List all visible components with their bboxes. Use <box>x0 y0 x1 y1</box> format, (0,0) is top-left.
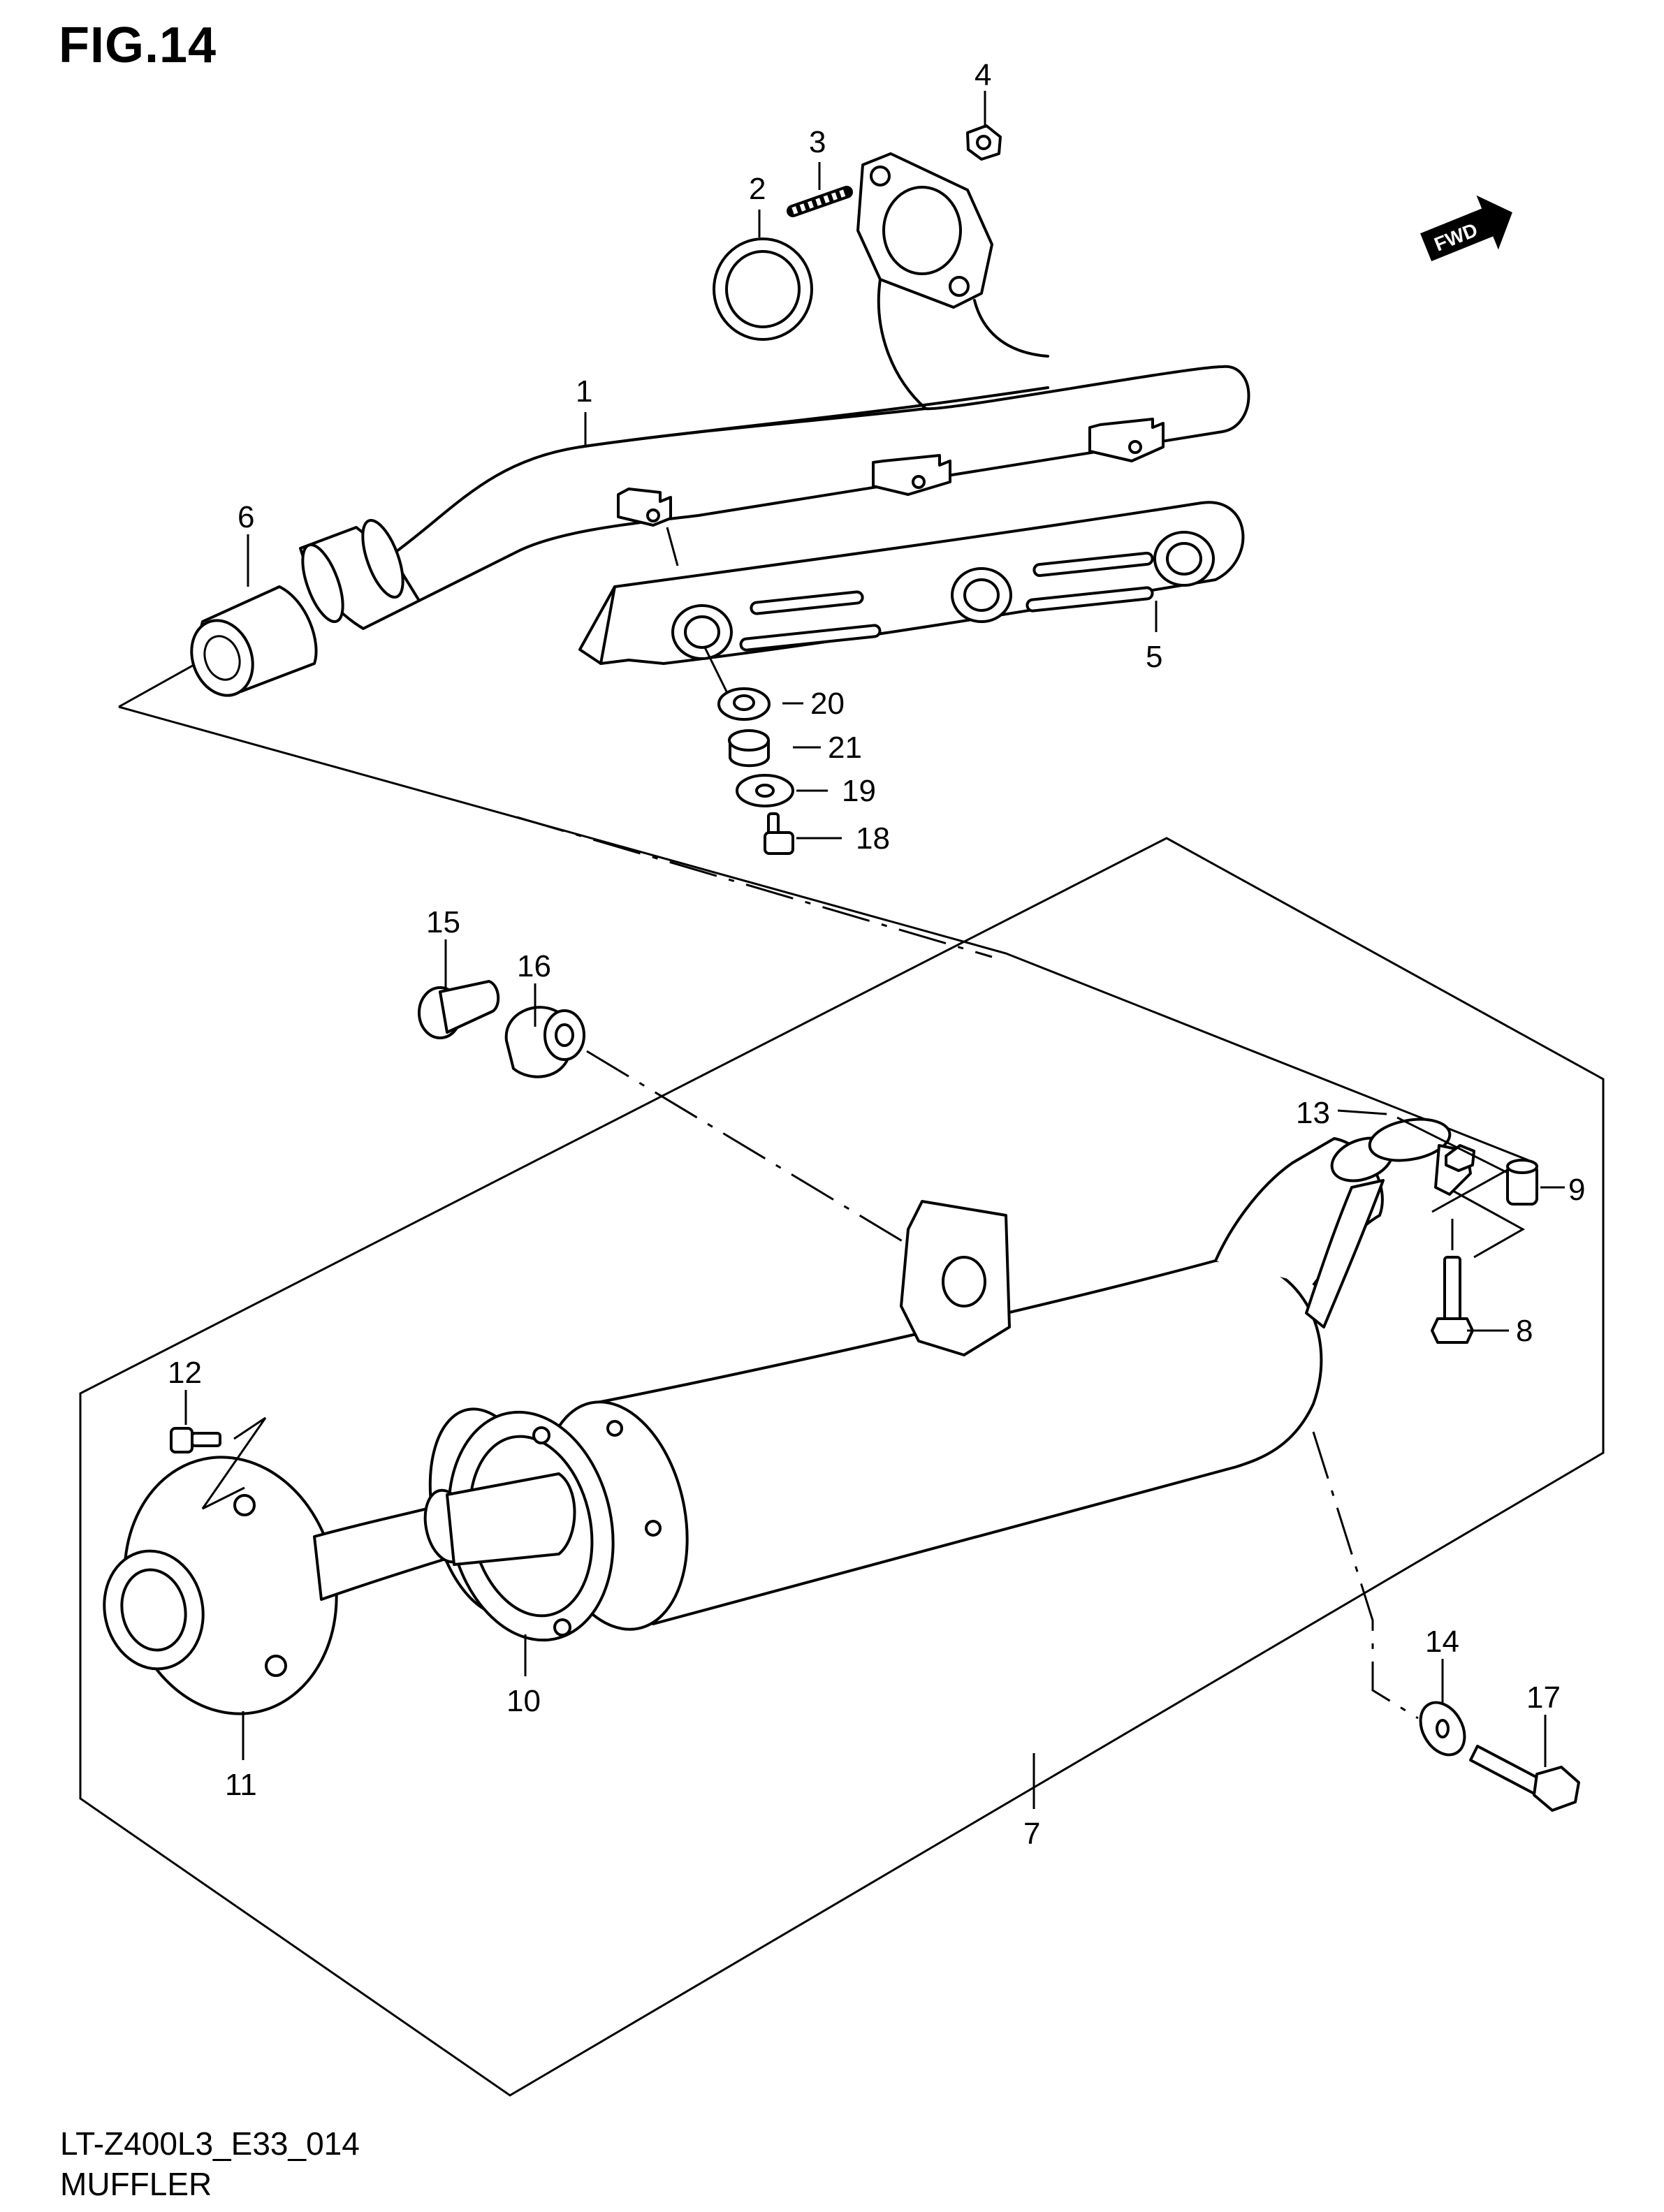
figure-title: FIG.14 <box>59 17 217 73</box>
callout-5: 5 <box>1146 640 1162 674</box>
callout-11: 11 <box>225 1768 257 1802</box>
bolt-part-17 <box>1469 1745 1580 1812</box>
collar-part-20 <box>717 687 771 721</box>
callout-13: 13 <box>1296 1096 1330 1130</box>
callout-4: 4 <box>975 58 991 92</box>
stud-bolt-part-3 <box>787 186 853 217</box>
bolt-part-18 <box>764 812 794 855</box>
callout-15: 15 <box>426 905 460 939</box>
mount-centerline <box>586 1050 930 1259</box>
callout-12: 12 <box>168 1356 202 1390</box>
collar-part-15 <box>418 980 500 1039</box>
pipe-collar-part-6 <box>190 585 318 697</box>
grommet-part-21 <box>728 729 770 768</box>
screw-part-12 <box>170 1427 221 1453</box>
callout-16: 16 <box>517 949 551 983</box>
callout-8: 8 <box>1516 1314 1533 1348</box>
gasket-part-2 <box>713 237 813 341</box>
spacer-part-9 <box>1506 1159 1538 1206</box>
diagram-code: LT-Z400L3_E33_014 <box>60 2125 360 2162</box>
bolt-part-8 <box>1431 1256 1474 1344</box>
upper-group-frame <box>118 705 1529 1213</box>
nut-part-4 <box>966 124 1002 161</box>
callout-17: 17 <box>1526 1680 1561 1715</box>
fwd-arrow-icon: FWD <box>1420 195 1512 262</box>
callout-21: 21 <box>828 731 862 765</box>
callout-18: 18 <box>856 821 890 856</box>
callout-10: 10 <box>506 1684 541 1718</box>
end-cap-part-11 <box>103 1456 576 1715</box>
callout-7: 7 <box>1023 1817 1040 1851</box>
grommet-part-16 <box>504 1006 585 1078</box>
heat-shield-part-5 <box>578 501 1245 665</box>
lower-group-frame <box>79 837 1605 2097</box>
callout-19: 19 <box>842 774 876 808</box>
callout-6: 6 <box>238 500 254 534</box>
callout-1: 1 <box>576 374 592 409</box>
callout-2: 2 <box>749 172 766 206</box>
washer-part-14 <box>1419 1701 1466 1757</box>
diagram-name: MUFFLER <box>60 2166 212 2202</box>
callout-14: 14 <box>1425 1625 1459 1659</box>
callout-9: 9 <box>1568 1173 1585 1207</box>
upper-centerline <box>516 816 993 958</box>
callout-20: 20 <box>810 687 845 721</box>
exhaust-pipe-part-1 <box>299 152 1250 630</box>
callout-3: 3 <box>809 125 826 159</box>
washer-part-19 <box>736 774 794 807</box>
